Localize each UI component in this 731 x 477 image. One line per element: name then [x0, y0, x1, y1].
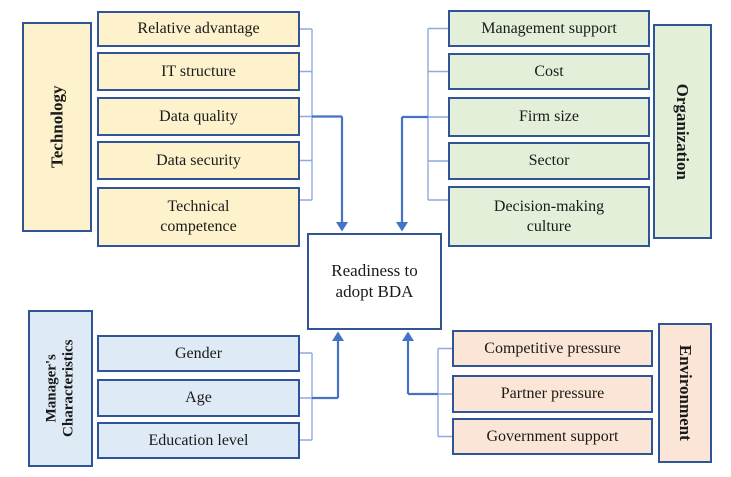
organization-connector-stubs	[427, 27, 448, 201]
factor-label: IT structure	[161, 62, 236, 80]
factor-label: Decision-making culture	[493, 197, 605, 235]
factor-label: Competitive pressure	[484, 339, 621, 357]
factor-box-age: Age	[97, 379, 300, 417]
factor-label: Age	[185, 389, 212, 407]
technology-group-label-text: Technology	[47, 85, 67, 169]
environment-arrowhead	[402, 331, 414, 341]
factor-box-data-quality: Data quality	[97, 97, 300, 136]
factor-box-partner-pressure: Partner pressure	[452, 375, 653, 413]
factor-box-gender: Gender	[97, 335, 300, 372]
factor-box-firm-size: Firm size	[448, 97, 650, 137]
factor-box-it-structure: IT structure	[97, 52, 300, 91]
factor-label: Technical competence	[160, 198, 237, 235]
readiness-center-box: Readiness to adopt BDA	[307, 233, 442, 330]
technology-connector-stubs	[300, 28, 313, 201]
factor-label: Partner pressure	[500, 385, 605, 403]
factor-label: Gender	[174, 344, 223, 362]
factor-box-data-security: Data security	[97, 141, 300, 180]
technology-arrowhead	[336, 222, 348, 232]
organization-group-label-text: Organization	[673, 83, 693, 180]
managers-arrowhead	[332, 331, 344, 341]
managers-connector-stubs	[300, 352, 313, 441]
factor-box-competitive-pressure: Competitive pressure	[452, 330, 653, 367]
factor-box-relative-advantage: Relative advantage	[97, 11, 300, 47]
factor-label: Data quality	[159, 107, 238, 125]
factor-box-sector: Sector	[448, 142, 650, 180]
factor-box-cost: Cost	[448, 53, 650, 90]
readiness-center-label: Readiness to adopt BDA	[331, 260, 418, 301]
factor-box-management-support: Management support	[448, 10, 650, 47]
organization-arrow-line	[400, 115, 428, 223]
factor-label: Firm size	[519, 108, 579, 126]
factor-label: Sector	[528, 152, 570, 170]
factor-label: Relative advantage	[137, 20, 260, 38]
environment-group-label: Environment	[658, 323, 712, 463]
factor-label: Government support	[486, 427, 619, 445]
organization-arrowhead	[396, 222, 408, 232]
managers-arrow-line	[312, 340, 340, 400]
factor-box-government-support: Government support	[452, 418, 653, 455]
environment-group-label-text: Environment	[675, 344, 695, 442]
factor-label: Education level	[148, 431, 249, 449]
managers-characteristics-group-label-text: Manager's Characteristics	[43, 339, 77, 438]
environment-connector-stubs	[437, 347, 452, 438]
factor-box-decision-making-culture: Decision-making culture	[448, 186, 650, 247]
technology-group-label: Technology	[22, 22, 92, 232]
organization-group-label: Organization	[653, 24, 712, 239]
factor-label: Cost	[534, 62, 564, 80]
managers-characteristics-group-label: Manager's Characteristics	[28, 310, 93, 467]
factor-box-technical-competence: Technical competence	[97, 187, 300, 247]
factor-box-education-level: Education level	[97, 422, 300, 459]
technology-arrow-line	[312, 115, 344, 223]
factor-label: Data security	[156, 151, 241, 169]
factor-label: Management support	[481, 19, 617, 37]
environment-arrow-line	[406, 340, 438, 396]
